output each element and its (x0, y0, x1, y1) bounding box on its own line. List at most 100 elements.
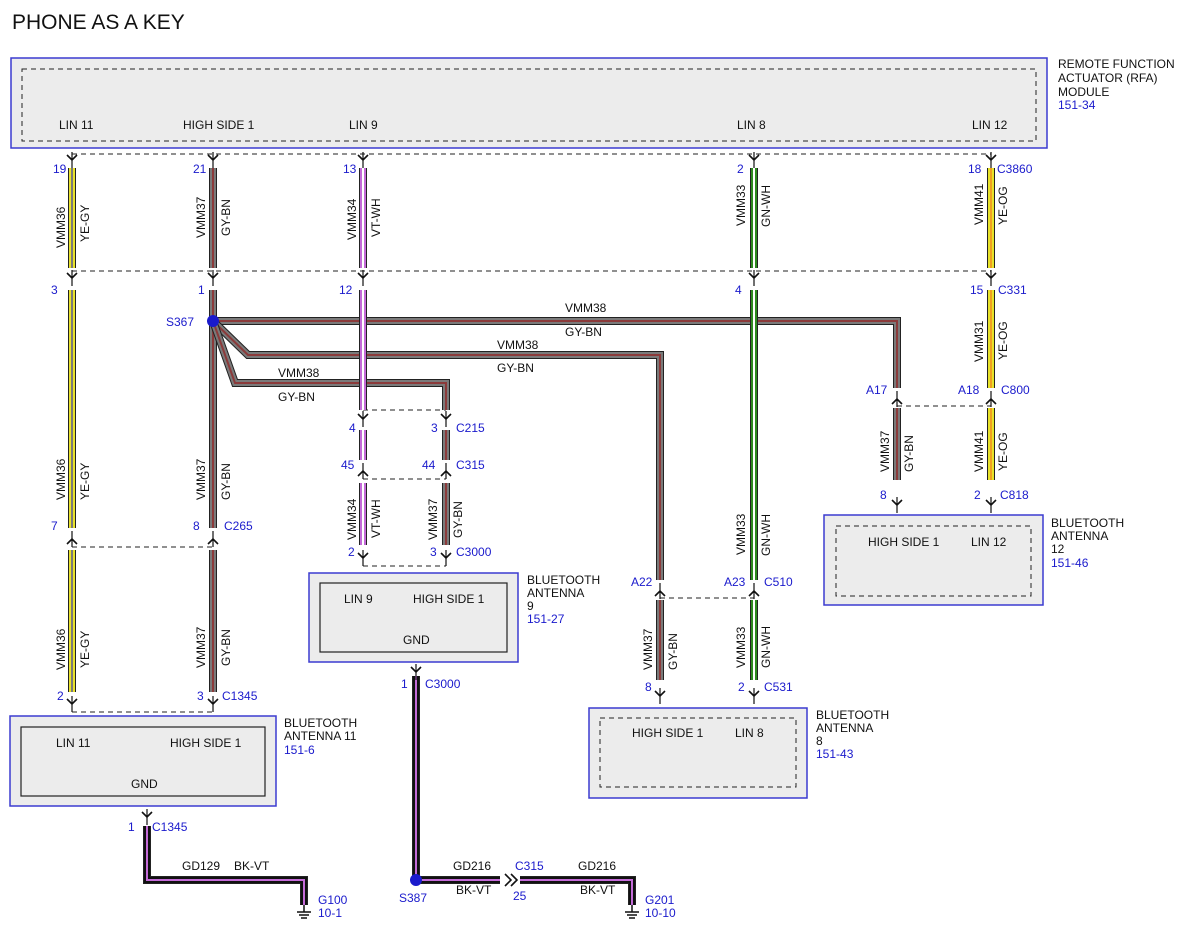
wire-color-vt-wh-2: VT-WH (369, 499, 383, 538)
rfa-pin-lin8: LIN 8 (737, 118, 766, 132)
wire-label-vmm33-2: VMM33 (734, 513, 748, 555)
wire-color-gy-bn-ant12: GY-BN (902, 435, 916, 472)
pin-18: 18 (968, 162, 982, 176)
pin-2-ant12: 2 (974, 488, 981, 502)
wire-gd129 (144, 826, 307, 905)
wire-color-ye-gy-3: YE-GY (78, 631, 92, 668)
wire-color-bk-vt-3: BK-VT (580, 883, 616, 897)
wire-color-vt-wh-1: VT-WH (369, 198, 383, 237)
ant9-pin-gnd: GND (403, 633, 430, 647)
pin-8-ant12: 8 (880, 488, 887, 502)
pin-8-ant8: 8 (645, 680, 652, 694)
ant12-ref: 151-46 (1051, 556, 1089, 570)
wire-color-gy-bn-4: GY-BN (219, 629, 233, 666)
rfa-pin-lin12: LIN 12 (972, 118, 1008, 132)
pin-44: 44 (422, 458, 436, 472)
wire-color-gy-bn-a: GY-BN (565, 325, 602, 339)
pin-21: 21 (193, 162, 207, 176)
pin-3-ant9: 3 (430, 545, 437, 559)
ant9-pin-high-side-1: HIGH SIDE 1 (413, 592, 485, 606)
wire-label-vmm37-ant8: VMM37 (641, 628, 655, 670)
ground-g100: G100 10-1 (297, 893, 348, 920)
bluetooth-antenna-9: LIN 9 HIGH SIDE 1 GND BLUETOOTH ANTENNA … (308, 572, 600, 663)
wire-color-ye-gy-1: YE-GY (78, 205, 92, 242)
connector-c315-top: C315 (456, 458, 485, 472)
pin-1-c1345: 1 (128, 820, 135, 834)
wire-color-gn-wh-2: GN-WH (759, 514, 773, 556)
wire-label-vmm36-3: VMM36 (54, 628, 68, 670)
wire-label-vmm33-3: VMM33 (734, 626, 748, 668)
page-title: PHONE AS A KEY (12, 11, 185, 34)
ant11-pin-gnd: GND (131, 777, 158, 791)
wire-color-gy-bn-ant8: GY-BN (666, 633, 680, 670)
connector-c3000-top: C3000 (456, 545, 492, 559)
pin-4-mid: 4 (349, 421, 356, 435)
wire-label-gd216-a: GD216 (453, 859, 491, 873)
pin-1-c3000: 1 (401, 677, 408, 691)
splice-s387-dot (410, 874, 422, 886)
wire-vmm38-to-ant12-stripe (213, 320, 898, 388)
connector-c3000-bottom: C3000 (425, 677, 461, 691)
pin-7: 7 (51, 519, 58, 533)
pin-2-ant8: 2 (738, 680, 745, 694)
pin-3-top: 3 (51, 283, 58, 297)
connector-c331: C331 (998, 283, 1027, 297)
wire-label-vmm36-1: VMM36 (54, 206, 68, 248)
pin-1-top: 1 (198, 283, 205, 297)
wire-vmm38-to-ant8-outline (210, 318, 664, 580)
wire-color-gy-bn-2: GY-BN (219, 463, 233, 500)
ant12-pin-high-side-1: HIGH SIDE 1 (868, 535, 940, 549)
connector-c510: C510 (764, 575, 793, 589)
ant12-name-line1: BLUETOOTH (1051, 516, 1124, 530)
rfa-ref: 151-34 (1058, 98, 1096, 112)
ground-g201: G201 10-10 (625, 893, 676, 920)
connector-c265: C265 (224, 519, 253, 533)
ground-g201-label: G201 (645, 893, 675, 907)
connector-arrows (66, 152, 997, 887)
wire-label-gd129: GD129 (182, 859, 220, 873)
splice-s367-label: S367 (166, 315, 194, 329)
wire-gd129-outline (143, 826, 308, 905)
ant11-ref: 151-6 (284, 743, 315, 757)
ant8-ref: 151-43 (816, 747, 854, 761)
pin-a23: A23 (724, 575, 746, 589)
ant8-name-line3: 8 (816, 734, 823, 748)
wire-color-bk-vt-2: BK-VT (456, 883, 492, 897)
connector-c215: C215 (456, 421, 485, 435)
ant9-name-line1: BLUETOOTH (527, 573, 600, 587)
bluetooth-antenna-11: LIN 11 HIGH SIDE 1 GND BLUETOOTH ANTENNA… (9, 715, 357, 807)
pin-45: 45 (341, 458, 355, 472)
ground-g100-ref: 10-1 (318, 906, 342, 920)
wire-label-vmm31: VMM31 (972, 320, 986, 362)
pin-19: 19 (53, 162, 67, 176)
pin-13: 13 (343, 162, 357, 176)
pin-a18: A18 (958, 383, 980, 397)
wire-color-ye-og-1: YE-OG (996, 186, 1010, 225)
ant8-name-line2: ANTENNA (816, 721, 873, 735)
wire-label-vmm38-a: VMM38 (565, 301, 607, 315)
ant9-name-line3: 9 (527, 599, 534, 613)
wire-color-gy-bn-b: GY-BN (497, 361, 534, 375)
wire-label-vmm38-b: VMM38 (497, 338, 539, 352)
pin-3-mid: 3 (431, 421, 438, 435)
wire-color-bk-vt-1: BK-VT (234, 859, 270, 873)
rfa-pin-high-side-1: HIGH SIDE 1 (183, 118, 255, 132)
wire-label-vmm37-3: VMM37 (426, 498, 440, 540)
wire-color-ye-og-2: YE-OG (996, 321, 1010, 360)
wire-label-vmm33-1: VMM33 (734, 184, 748, 226)
wire-color-gn-wh-1: GN-WH (759, 185, 773, 227)
rfa-pin-lin11: LIN 11 (59, 118, 94, 132)
wire-gd129-stripe (146, 826, 305, 905)
connector-c531: C531 (764, 680, 793, 694)
wire-label-vmm37-ant12: VMM37 (878, 430, 892, 472)
wire-label-vmm34-1: VMM34 (345, 198, 359, 240)
bluetooth-antenna-12: HIGH SIDE 1 LIN 12 BLUETOOTH ANTENNA 12 … (823, 514, 1124, 606)
pin-8-c265: 8 (193, 519, 200, 533)
connector-c315-bottom: C315 (515, 859, 544, 873)
ant9-name-line2: ANTENNA (527, 586, 584, 600)
pin-15: 15 (970, 283, 984, 297)
arrow-c315-25 (504, 873, 519, 887)
rfa-name-line2: ACTUATOR (RFA) (1058, 71, 1158, 85)
bluetooth-antenna-8: HIGH SIDE 1 LIN 8 BLUETOOTH ANTENNA 8 15… (588, 707, 889, 799)
